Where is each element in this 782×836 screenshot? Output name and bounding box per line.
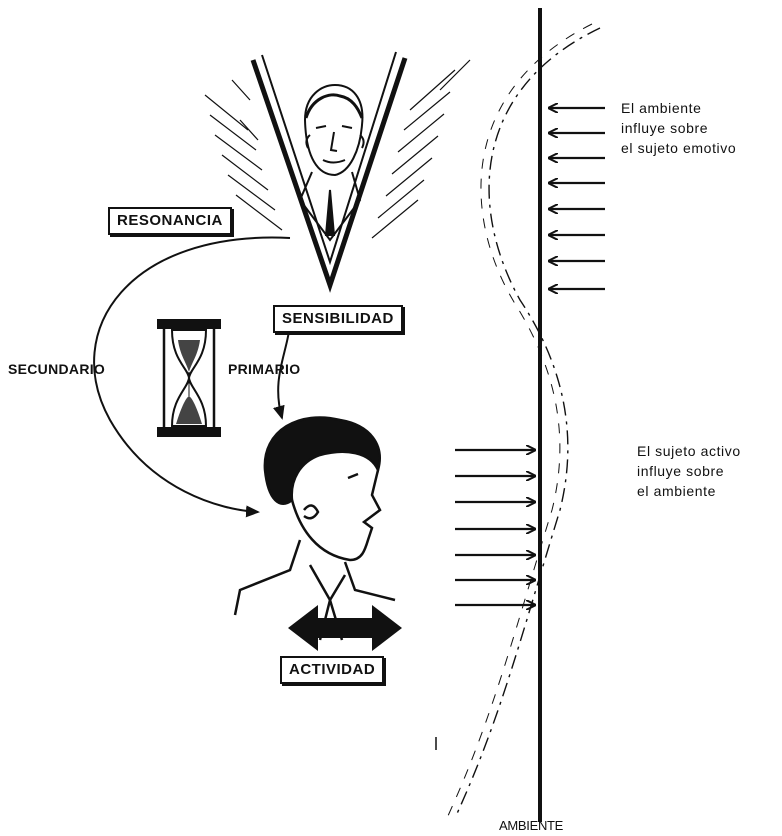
note-active-line-3: el ambiente: [637, 481, 741, 501]
note-emotive-line-1: El ambiente: [621, 98, 736, 118]
label-actividad: ACTIVIDAD: [280, 656, 384, 684]
note-subject-influences: El sujeto activo influye sobre el ambien…: [637, 441, 741, 501]
label-secundario: SECUNDARIO: [8, 361, 105, 377]
incoming-arrows: [550, 108, 605, 289]
note-emotive-line-2: influye sobre: [621, 118, 736, 138]
sensitivity-v: [205, 52, 470, 285]
label-ambiente: AMBIENTE: [499, 818, 563, 833]
note-active-line-1: El sujeto activo: [637, 441, 741, 461]
note-active-line-2: influye sobre: [637, 461, 741, 481]
hourglass-icon: [158, 320, 220, 436]
label-sensibilidad: SENSIBILIDAD: [273, 305, 403, 333]
label-resonancia: RESONANCIA: [108, 207, 232, 235]
note-environment-influences: El ambiente influye sobre el sujeto emot…: [621, 98, 736, 158]
environment-wave: [447, 24, 600, 818]
active-person-illustration: [235, 417, 395, 640]
outgoing-arrows: [455, 450, 534, 605]
activity-arrow-icon: [288, 605, 402, 651]
label-primario: PRIMARIO: [228, 361, 300, 377]
note-emotive-line-3: el sujeto emotivo: [621, 138, 736, 158]
